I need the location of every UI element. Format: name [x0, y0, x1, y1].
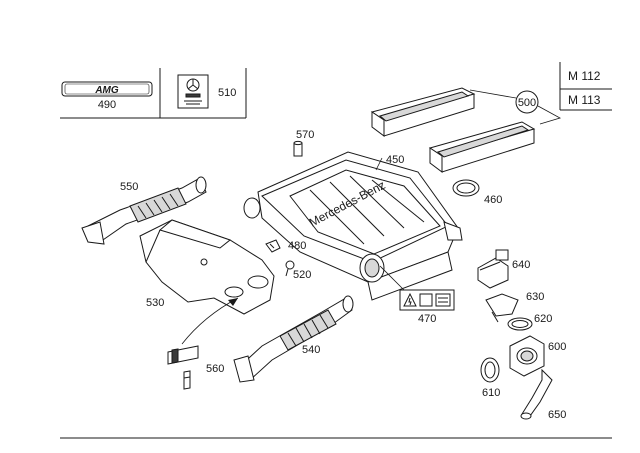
air-filter-housing: Mercedes-Benz — [243, 151, 463, 301]
amg-badge: AMG — [61, 81, 153, 97]
leader-500-a — [469, 89, 517, 99]
callout-640: 640 — [512, 259, 530, 271]
screw-part — [285, 260, 295, 277]
callout-560: 560 — [206, 363, 224, 375]
seal-strip — [167, 345, 199, 390]
amg-badge-lettering: AMG — [94, 85, 119, 96]
air-filter-upper — [370, 87, 476, 137]
manual-icon — [419, 293, 433, 307]
intake-duct-upper — [81, 176, 207, 245]
leader-500-b — [537, 105, 562, 125]
engine-label-m112: M 112 — [568, 69, 601, 83]
vent-hose — [520, 368, 553, 420]
engine-label-m113: M 113 — [568, 93, 601, 107]
hose-clamp-630 — [485, 293, 519, 323]
leader-450 — [375, 157, 383, 171]
callout-650: 650 — [548, 409, 566, 421]
accessory-box — [60, 68, 247, 119]
emblem-sticker — [177, 74, 209, 109]
callout-570: 570 — [296, 129, 314, 141]
air-guide — [139, 219, 275, 315]
callout-630: 630 — [526, 291, 544, 303]
intake-duct-lower — [233, 295, 354, 383]
callout-500-bubble — [515, 90, 539, 114]
callout-530: 530 — [146, 297, 164, 309]
callout-470: 470 — [418, 313, 436, 325]
air-mass-sensor — [477, 249, 509, 289]
callout-620: 620 — [534, 313, 552, 325]
amg-badge-plate — [61, 81, 153, 97]
callout-510: 510 — [218, 87, 236, 99]
connector-600 — [509, 335, 545, 377]
callout-460: 460 — [484, 194, 502, 206]
callout-500: 500 — [518, 97, 536, 109]
hose-clamp-620 — [507, 317, 533, 331]
callout-550: 550 — [120, 181, 138, 193]
callout-450: 450 — [386, 154, 404, 166]
clip-part — [265, 239, 281, 253]
warning-label — [399, 289, 455, 311]
callout-600: 600 — [548, 341, 566, 353]
engine-variant-box: M 112 M 113 — [559, 62, 612, 111]
cap-part — [293, 140, 303, 157]
leader-470 — [379, 265, 405, 291]
arrow-head — [228, 298, 238, 306]
callout-520: 520 — [293, 269, 311, 281]
callout-540: 540 — [302, 344, 320, 356]
callout-610: 610 — [482, 387, 500, 399]
callout-480: 480 — [288, 240, 306, 252]
callout-490: 490 — [98, 99, 116, 111]
air-filter-lower — [428, 121, 536, 173]
seal-ring-610 — [480, 357, 500, 383]
sealing-ring — [452, 179, 480, 197]
